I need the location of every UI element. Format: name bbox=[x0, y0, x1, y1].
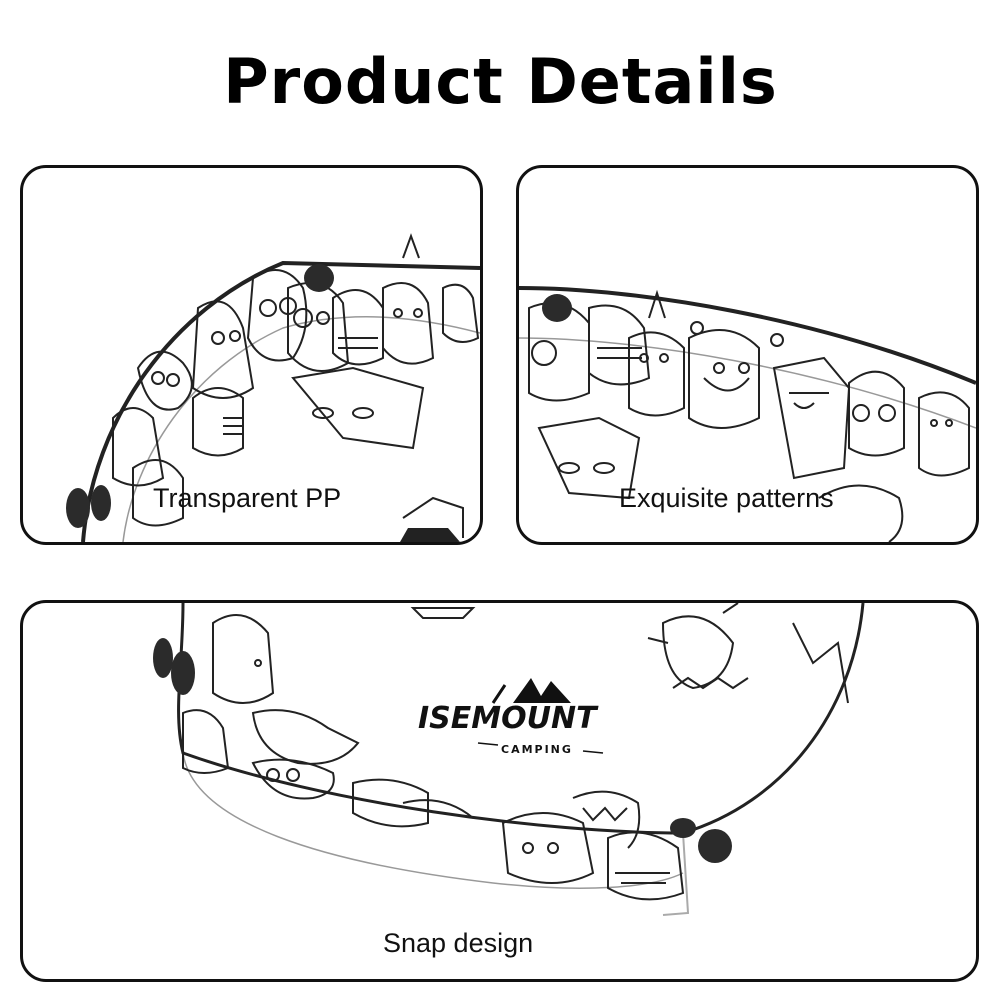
snap-button-icon bbox=[670, 818, 696, 838]
snap-button-icon bbox=[698, 829, 732, 863]
snap-button-icon bbox=[171, 651, 195, 695]
logo-sub-text: CAMPING bbox=[501, 743, 573, 756]
logo-brand-text: ISEMOUNT bbox=[418, 701, 599, 736]
detail-panel-exquisite-patterns: Exquisite patterns bbox=[516, 165, 979, 545]
snap-button-icon bbox=[542, 294, 572, 322]
snap-button-icon bbox=[304, 264, 334, 292]
detail-panel-snap-design: ISEMOUNT CAMPING Snap design bbox=[20, 600, 979, 982]
brand-logo: ISEMOUNT CAMPING bbox=[418, 678, 604, 756]
snap-button-icon bbox=[153, 638, 173, 678]
pattern-illustration bbox=[519, 286, 976, 542]
panel-caption: Exquisite patterns bbox=[619, 483, 834, 513]
snap-button-icon bbox=[91, 485, 111, 521]
tray-illustration bbox=[66, 233, 480, 542]
panel-caption: Transparent PP bbox=[153, 483, 342, 513]
panel-caption: Snap design bbox=[383, 928, 534, 958]
detail-panel-transparent-pp: Transparent PP bbox=[20, 165, 483, 545]
snap-button-icon bbox=[66, 488, 90, 528]
page-title: Product Details bbox=[223, 45, 778, 118]
logo-fragment-icon bbox=[400, 528, 460, 542]
tray-snap-illustration: ISEMOUNT CAMPING bbox=[153, 603, 865, 916]
